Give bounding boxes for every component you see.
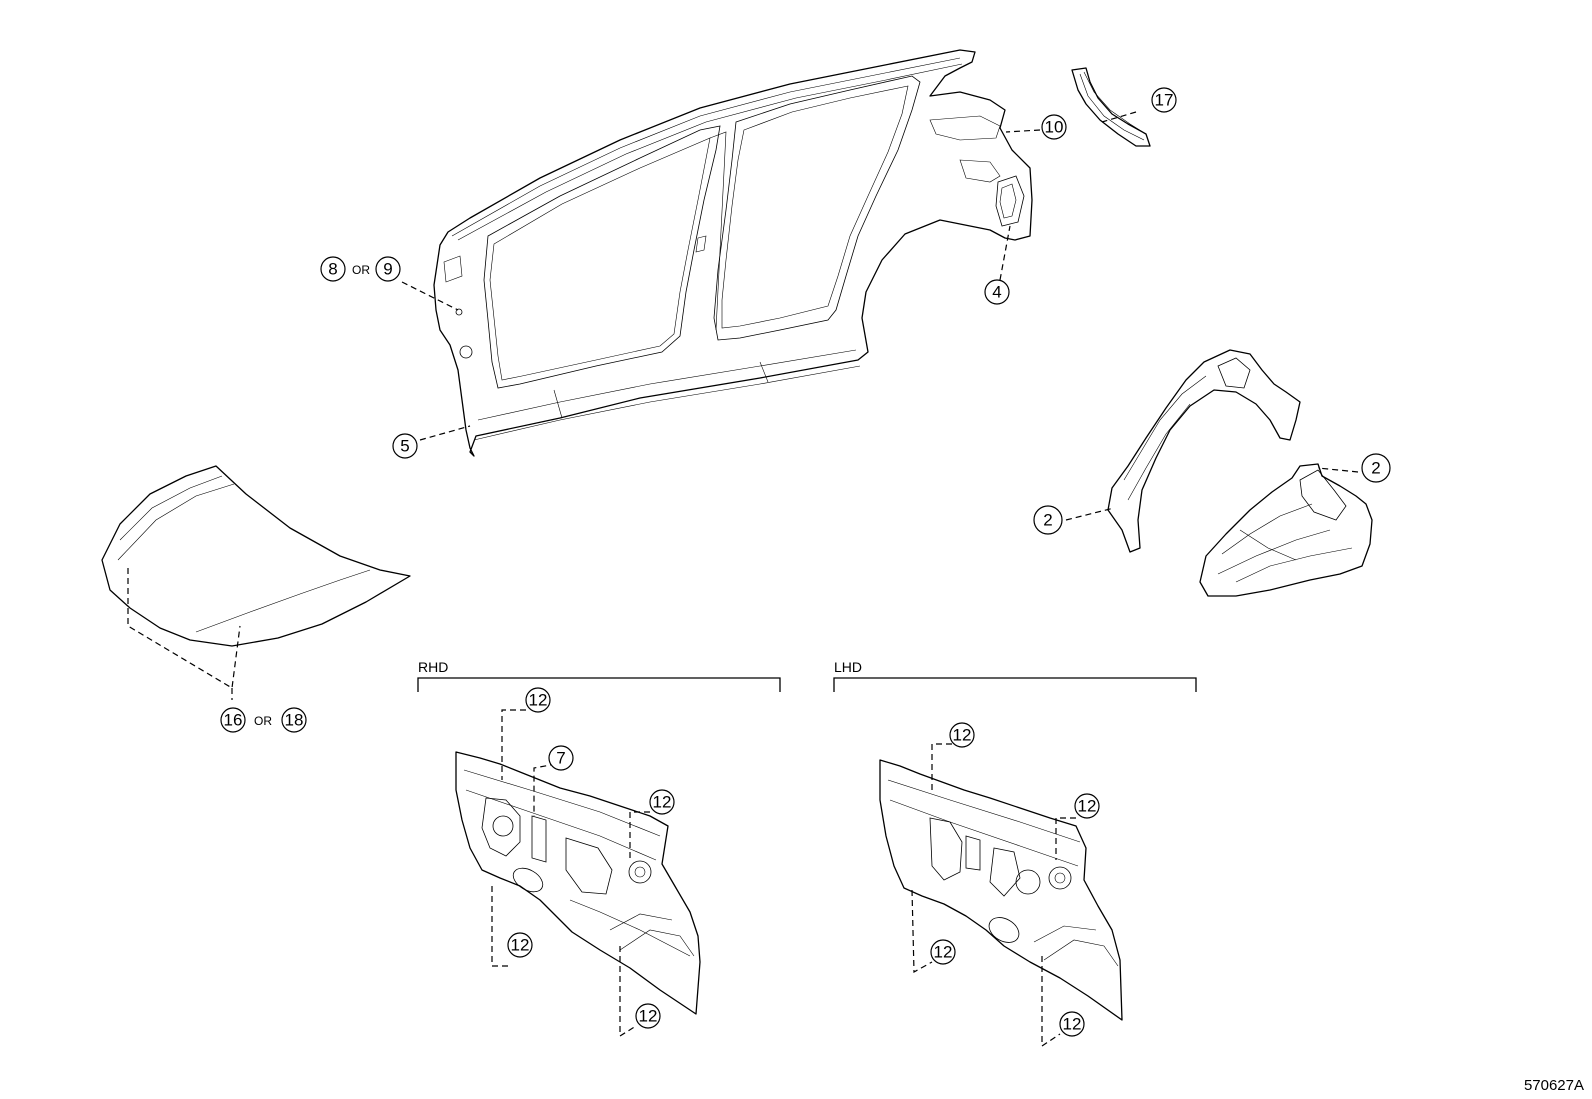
svg-text:2: 2 [1043, 511, 1052, 530]
rhd-label: RHD [418, 659, 448, 675]
svg-text:12: 12 [511, 936, 530, 955]
callout-2-inner[interactable]: 2 [1033, 505, 1063, 535]
svg-text:17: 17 [1155, 91, 1174, 110]
callout-12-lhd-right[interactable]: 12 [1074, 793, 1100, 819]
callout-12-lhd-top[interactable]: 12 [949, 722, 975, 748]
lhd-label: LHD [834, 659, 862, 675]
leader-lines [127, 111, 1359, 1048]
svg-text:10: 10 [1045, 118, 1064, 137]
hood-panel [101, 465, 411, 647]
rear-wheel-house-inner [1107, 349, 1301, 553]
callout-12-lhd-bottom[interactable]: 12 [1059, 1011, 1085, 1037]
svg-text:8: 8 [328, 260, 337, 279]
rhd-group: RHD [417, 659, 781, 692]
callout-9[interactable]: 9 [375, 256, 401, 282]
callout-12-rhd-left-bottom[interactable]: 12 [507, 932, 533, 958]
callout-7-rhd[interactable]: 7 [548, 745, 574, 771]
or-16-18: OR [254, 714, 272, 728]
callout-2-outer[interactable]: 2 [1361, 453, 1391, 483]
callout-17[interactable]: 17 [1151, 87, 1177, 113]
reference-code: 570627A [1524, 1077, 1584, 1094]
rear-pillar-reinforcement [1071, 67, 1151, 147]
svg-text:2: 2 [1371, 459, 1380, 478]
callout-18[interactable]: 18 [281, 707, 307, 733]
callout-12-rhd-right[interactable]: 12 [649, 789, 675, 815]
callout-10[interactable]: 10 [1041, 114, 1067, 140]
svg-text:12: 12 [934, 943, 953, 962]
svg-text:18: 18 [285, 711, 304, 730]
callout-12-lhd-left-bottom[interactable]: 12 [930, 939, 956, 965]
svg-text:12: 12 [653, 793, 672, 812]
svg-text:16: 16 [224, 711, 243, 730]
svg-text:9: 9 [383, 260, 392, 279]
callout-16[interactable]: 16 [220, 707, 246, 733]
svg-text:4: 4 [992, 283, 1001, 302]
svg-text:5: 5 [400, 437, 409, 456]
or-8-9: OR [352, 263, 370, 277]
svg-text:12: 12 [1063, 1015, 1082, 1034]
callout-12-rhd-bottom[interactable]: 12 [635, 1003, 661, 1029]
callout-4[interactable]: 4 [984, 279, 1010, 305]
rear-wheel-house-outer [1199, 463, 1373, 597]
body-side-outer-panel [433, 49, 1033, 457]
svg-text:12: 12 [529, 691, 548, 710]
svg-text:12: 12 [639, 1007, 658, 1026]
dash-panel-lhd [879, 759, 1123, 1021]
svg-text:12: 12 [1078, 797, 1097, 816]
svg-text:7: 7 [556, 749, 565, 768]
callout-8[interactable]: 8 [320, 256, 346, 282]
callout-5[interactable]: 5 [392, 433, 418, 459]
lhd-group: LHD [833, 659, 1197, 692]
svg-text:12: 12 [953, 726, 972, 745]
callout-12-rhd-top[interactable]: 12 [525, 687, 551, 713]
